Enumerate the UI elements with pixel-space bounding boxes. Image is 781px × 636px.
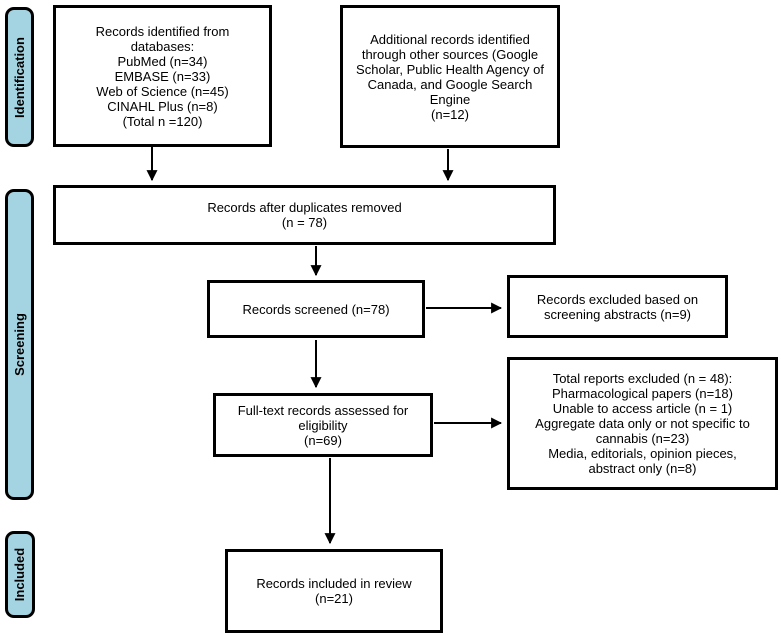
stage-label-included: Included xyxy=(5,531,35,618)
box-additional-records-other-sources-text: Additional records identified through ot… xyxy=(356,31,544,122)
stage-label-included-text: Included xyxy=(12,547,28,602)
box-records-identified-databases-text: Records identified from databases: PubMe… xyxy=(95,23,230,129)
box-records-screened: Records screened (n=78) xyxy=(207,280,425,338)
box-fulltext-assessed-text: Full-text records assessed for eligibili… xyxy=(237,402,409,448)
box-total-reports-excluded-text: Total reports excluded (n = 48): Pharmac… xyxy=(535,371,750,476)
box-records-identified-databases: Records identified from databases: PubMe… xyxy=(53,5,272,147)
box-additional-records-other-sources: Additional records identified through ot… xyxy=(340,5,560,148)
box-records-after-duplicates-removed: Records after duplicates removed (n = 78… xyxy=(53,185,556,245)
box-records-screened-text: Records screened (n=78) xyxy=(242,301,390,317)
box-records-included-review: Records included in review (n=21) xyxy=(225,549,443,633)
box-records-excluded-screening-text: Records excluded based on screening abst… xyxy=(536,291,699,322)
stage-label-identification-text: Identification xyxy=(12,36,28,118)
stage-label-identification: Identification xyxy=(5,7,34,147)
stage-label-screening-text: Screening xyxy=(12,313,28,376)
stage-label-screening: Screening xyxy=(5,189,34,500)
box-total-reports-excluded: Total reports excluded (n = 48): Pharmac… xyxy=(507,357,778,490)
box-records-included-review-text: Records included in review (n=21) xyxy=(256,576,412,606)
box-records-after-duplicates-removed-text: Records after duplicates removed (n = 78… xyxy=(207,200,402,230)
box-records-excluded-screening: Records excluded based on screening abst… xyxy=(507,275,728,338)
box-fulltext-assessed: Full-text records assessed for eligibili… xyxy=(213,393,433,457)
